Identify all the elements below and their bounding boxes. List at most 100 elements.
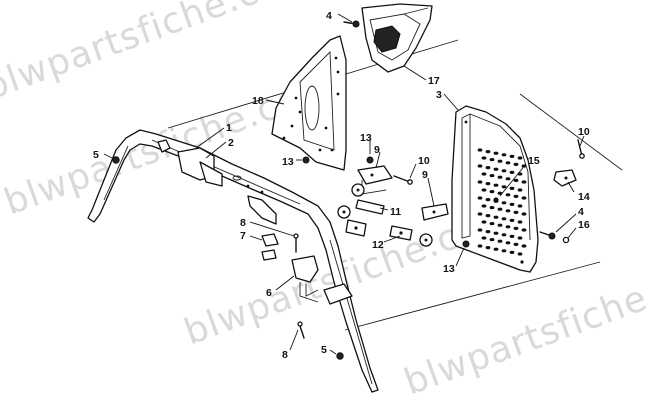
perforation-hole (489, 174, 495, 178)
perforation-hole (513, 162, 519, 166)
perforation-hole (521, 228, 527, 232)
label-5-left: 5 (93, 149, 99, 161)
right-side-panel (451, 105, 539, 273)
perforation-hole (509, 202, 515, 206)
perforation-hole (485, 246, 491, 250)
perforation-hole (509, 186, 515, 190)
perforation-hole (485, 198, 491, 202)
bolt-top (343, 20, 360, 28)
perforation-hole (517, 204, 523, 208)
rubber-bumpers (261, 233, 279, 261)
perforation-hole (501, 201, 507, 205)
perforation-hole (497, 175, 503, 179)
label-12: 12 (372, 239, 384, 251)
label-4-right: 4 (578, 206, 584, 218)
panel-screw (493, 197, 499, 203)
washer-right (562, 236, 570, 244)
perforation-hole (501, 169, 507, 173)
label-13-mid: 13 (282, 156, 294, 168)
leader-lines (103, 13, 585, 355)
label-18: 18 (252, 95, 264, 107)
label-7: 7 (240, 230, 246, 242)
perforation-hole (505, 209, 511, 213)
perforation-hole (477, 164, 483, 168)
perforation-hole (505, 241, 511, 245)
nut-13-a (366, 156, 374, 164)
perforation-hole (489, 238, 495, 242)
label-10-center: 10 (418, 155, 430, 167)
perforation-hole (477, 148, 483, 152)
perforation-hole (501, 217, 507, 221)
perforation-hole (489, 190, 495, 194)
perforation-hole (505, 193, 511, 197)
perforation-hole (521, 180, 527, 184)
label-4-top: 4 (326, 10, 332, 22)
perforation-hole (493, 247, 499, 251)
perforation-hole (517, 156, 523, 160)
perforation-hole (489, 206, 495, 210)
label-3: 3 (436, 89, 442, 101)
perforation-hole (485, 150, 491, 154)
perforation-hole (485, 214, 491, 218)
pin-lower (297, 321, 305, 339)
perforation-hole (489, 222, 495, 226)
label-8-upper: 8 (240, 217, 246, 229)
spring-clip-left (345, 219, 367, 237)
perforation-hole (489, 158, 495, 162)
label-15: 15 (528, 155, 540, 167)
label-17: 17 (428, 75, 440, 87)
perforation-hole (485, 182, 491, 186)
callout-labels: 4 17 3 18 1 2 5 13 13 9 10 9 10 15 14 4 … (93, 10, 590, 361)
perforation-hole (517, 220, 523, 224)
perforation-hole (493, 151, 499, 155)
left-side-panel (271, 35, 347, 171)
perforation-hole (497, 159, 503, 163)
perforation-hole (477, 228, 483, 232)
perforation-hole (501, 233, 507, 237)
perforation-hole (481, 188, 487, 192)
nut-left (112, 156, 120, 164)
perforation-hole (513, 178, 519, 182)
perforation-hole (517, 252, 523, 256)
panel-cutout (304, 85, 320, 131)
perforation-hole (477, 180, 483, 184)
perforation-hole (521, 196, 527, 200)
label-13-top: 13 (360, 132, 372, 144)
perforation-grid (477, 148, 527, 256)
perforation-hole (493, 167, 499, 171)
right-bracket (553, 169, 577, 187)
label-6: 6 (266, 287, 272, 299)
nut-13-c (462, 240, 470, 248)
perforation-hole (517, 188, 523, 192)
perforation-hole (481, 172, 487, 176)
label-11: 11 (390, 206, 401, 218)
perforation-hole (493, 231, 499, 235)
label-9-lower: 9 (422, 169, 428, 181)
label-8-lower: 8 (282, 349, 288, 361)
perforation-hole (485, 230, 491, 234)
cross-bracket (157, 139, 223, 187)
perforation-hole (505, 161, 511, 165)
perforation-hole (477, 244, 483, 248)
perforation-hole (485, 166, 491, 170)
perforation-hole (481, 204, 487, 208)
perforation-hole (501, 153, 507, 157)
perforation-hole (501, 185, 507, 189)
label-16: 16 (578, 219, 590, 231)
perforation-hole (521, 244, 527, 248)
perforation-hole (505, 225, 511, 229)
label-5-lower: 5 (321, 344, 327, 356)
perforation-hole (477, 196, 483, 200)
perforation-hole (493, 215, 499, 219)
perforation-hole (513, 226, 519, 230)
label-10-right: 10 (578, 126, 590, 138)
clip-plate (355, 199, 385, 215)
label-2: 2 (228, 137, 234, 149)
perforation-hole (481, 156, 487, 160)
perforation-hole (501, 249, 507, 253)
perforation-hole (509, 170, 515, 174)
guide-line-right (519, 93, 623, 171)
perforation-hole (513, 210, 519, 214)
